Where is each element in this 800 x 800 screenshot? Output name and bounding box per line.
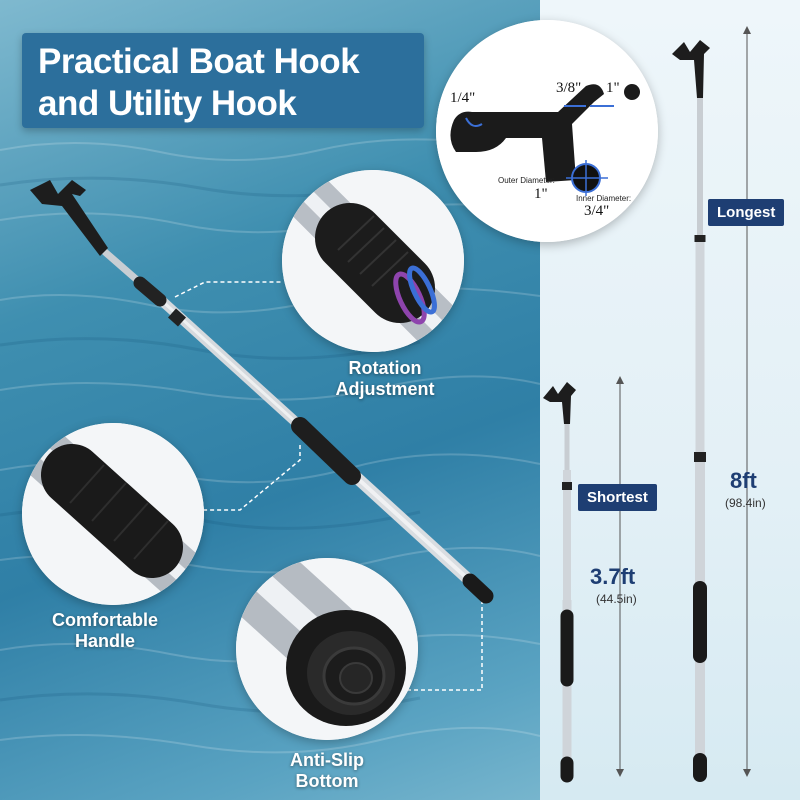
inner-diameter-label: Inner Diameter: [576, 194, 632, 203]
outer-diameter-label: Outer Diameter: [498, 176, 555, 185]
hook-dimension-circle: 1/4" 3/8" 1" Outer Diameter: 1" Inner Di… [436, 20, 658, 242]
handle-detail-circle [22, 423, 204, 605]
outer-diameter-value: 1" [534, 186, 548, 202]
inner-diameter-value: 3/4" [584, 203, 610, 219]
handle-label-line2: Handle [74, 631, 135, 651]
shortest-value: 3.7ft [590, 564, 636, 589]
title-line-2: and Utility Hook [38, 84, 297, 123]
bottom-label: Anti-Slip Bottom [262, 750, 392, 792]
dim-one-inch: 1" [606, 80, 620, 96]
rotation-label: Rotation Adjustment [320, 358, 450, 400]
rotation-label-line2: Adjustment [335, 379, 435, 399]
shortest-sub: (44.5in) [596, 592, 637, 606]
rotation-label-line1: Rotation [348, 358, 422, 378]
longest-value: 8ft [730, 468, 757, 493]
dim-quarter: 1/4" [450, 90, 476, 106]
dim-three-eighths: 3/8" [556, 80, 582, 96]
title-banner [22, 33, 424, 128]
bottom-label-line1: Anti-Slip [290, 750, 364, 770]
longest-tag: Longest [708, 199, 785, 226]
handle-label: Comfortable Handle [30, 610, 180, 652]
handle-label-line1: Comfortable [51, 610, 158, 630]
shortest-tag: Shortest [578, 484, 657, 511]
bottom-label-line2: Bottom [295, 771, 359, 791]
longest-sub: (98.4in) [725, 496, 766, 510]
rotation-detail-circle [282, 170, 464, 352]
title-line-1: Practical Boat Hook [38, 42, 360, 81]
bottom-detail-circle [236, 558, 418, 740]
